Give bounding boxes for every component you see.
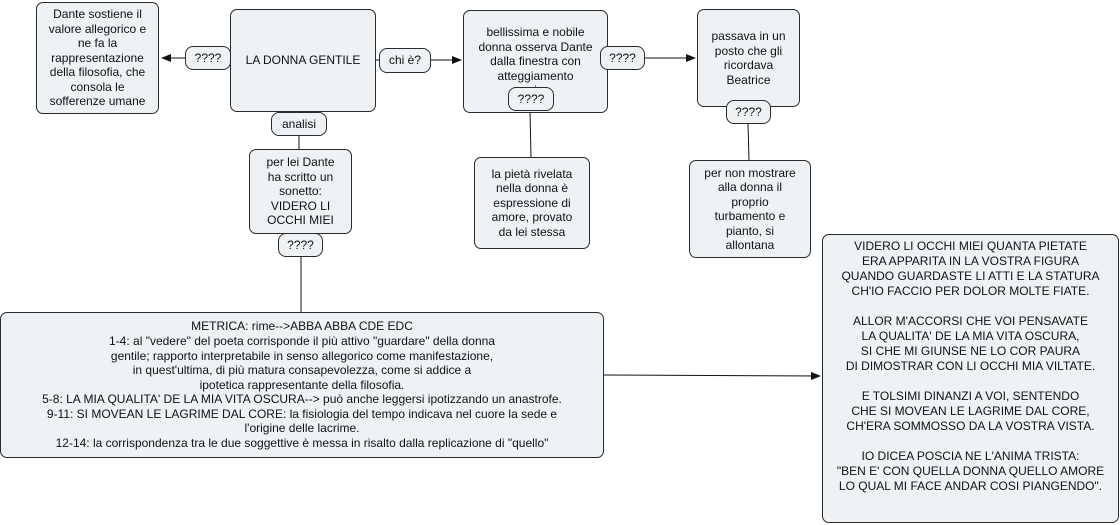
link-bellq-pieta xyxy=(529,110,532,158)
link-label-analisi[interactable]: analisi xyxy=(271,112,327,136)
link-label-chi-e-text: chi è? xyxy=(388,53,422,67)
concept-passava-posto[interactable]: passava in un posto che gli ricordava Be… xyxy=(697,9,800,107)
link-label-bellissima-question-text: ???? xyxy=(517,91,545,106)
concept-sonnet-text-body: VIDERO LI OCCHI MIEI QUANTA PIETATE ERA … xyxy=(836,239,1105,493)
concept-la-donna-gentile[interactable]: LA DONNA GENTILE xyxy=(230,9,376,112)
link-label-passava-question-text: ???? xyxy=(735,104,762,119)
concept-non-mostrare[interactable]: per non mostrare alla donna il proprio t… xyxy=(689,160,811,258)
concept-passava-posto-text: passava in un posto che gli ricordava Be… xyxy=(711,29,786,87)
link-metrica-sonnet xyxy=(603,371,821,380)
concept-sonnet-text[interactable]: VIDERO LI OCCHI MIEI QUANTA PIETATE ERA … xyxy=(822,234,1119,523)
concept-per-lei-sonetto-text: per lei Dante ha scritto un sonetto: VID… xyxy=(266,155,335,228)
link-label-right-question[interactable]: ???? xyxy=(600,46,645,70)
concept-non-mostrare-text: per non mostrare alla donna il proprio t… xyxy=(704,165,796,253)
concept-allegorical-value-text: Dante sostiene il valore allegorico e ne… xyxy=(48,7,147,109)
concept-allegorical-value[interactable]: Dante sostiene il valore allegorico e ne… xyxy=(36,2,159,114)
concept-bellissima-donna-text: bellissima e nobile donna osserva Dante … xyxy=(478,25,593,97)
concept-la-donna-gentile-text: LA DONNA GENTILE xyxy=(245,53,361,68)
link-label-perlei-question-text: ???? xyxy=(287,237,314,252)
concept-metrica[interactable]: METRICA: rime-->ABBA ABBA CDE EDC 1-4: a… xyxy=(0,312,604,458)
link-label-chi-e[interactable]: chi è? xyxy=(379,48,431,73)
concept-pieta-rivelata-text: la pietà rivelata nella donna è espressi… xyxy=(491,166,573,239)
link-label-left-question-text: ???? xyxy=(194,50,222,65)
link-passavaq-nonmostrare xyxy=(747,123,750,161)
link-label-passava-question[interactable]: ???? xyxy=(726,100,771,124)
concept-pieta-rivelata[interactable]: la pietà rivelata nella donna è espressi… xyxy=(474,157,590,249)
link-label-bellissima-question[interactable]: ???? xyxy=(508,87,554,111)
concept-metrica-text: METRICA: rime-->ABBA ABBA CDE EDC 1-4: a… xyxy=(42,319,562,451)
link-label-perlei-question[interactable]: ???? xyxy=(278,233,323,257)
link-label-left-question[interactable]: ???? xyxy=(185,46,231,70)
link-label-analisi-text: analisi xyxy=(281,116,317,131)
link-label-right-question-text: ???? xyxy=(609,50,636,65)
concept-per-lei-sonetto[interactable]: per lei Dante ha scritto un sonetto: VID… xyxy=(249,149,352,234)
